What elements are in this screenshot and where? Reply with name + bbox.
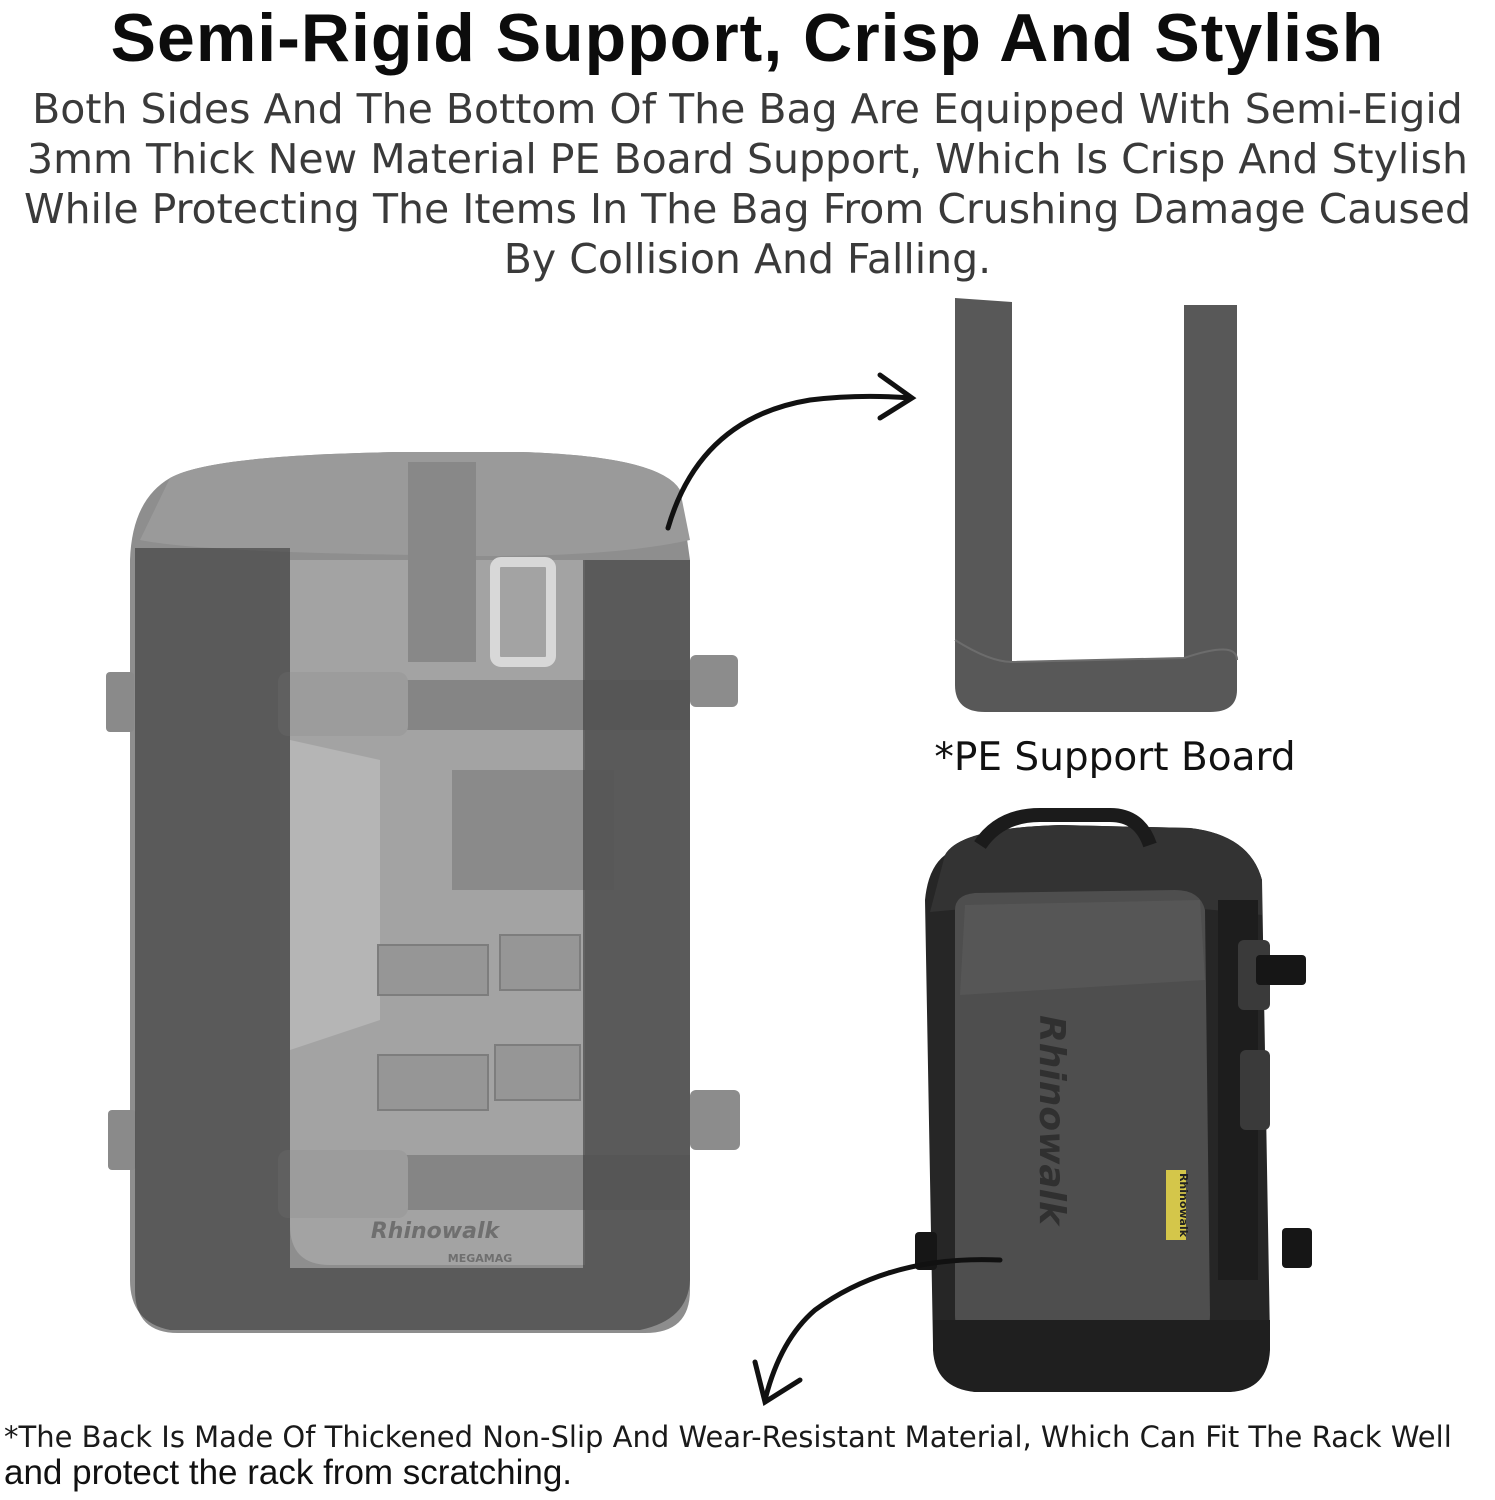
description-text: Both Sides And The Bottom Of The Bag Are… [24, 85, 1471, 283]
footer-note-part2: and protect the rack from scratching. [4, 1453, 573, 1492]
right-bag-brand: Rhinowalk [1031, 1015, 1072, 1227]
right-bag-image: Rhinowalk Rhinowalk [915, 808, 1312, 1392]
arrow-to-back-panel-icon [752, 1257, 1003, 1406]
footer-note: *The Back Is Made Of Thickened Non-Slip … [4, 1418, 1495, 1492]
right-bag-tag: Rhinowalk [1177, 1173, 1190, 1238]
footer-note-part1: *The Back Is Made Of Thickened Non-Slip … [4, 1420, 1452, 1454]
pe-support-board-image [955, 298, 1237, 712]
pe-support-board-label: *PE Support Board [934, 735, 1296, 780]
left-bag-image: Rhinowalk MEGAMAG [106, 452, 740, 1333]
page-title: Semi-Rigid Support, Crisp And Stylish [110, 0, 1385, 76]
arrow-to-pe-board-icon [665, 372, 917, 531]
left-bag-sub-brand: MEGAMAG [448, 1252, 513, 1265]
left-bag-brand: Rhinowalk [371, 1219, 501, 1244]
